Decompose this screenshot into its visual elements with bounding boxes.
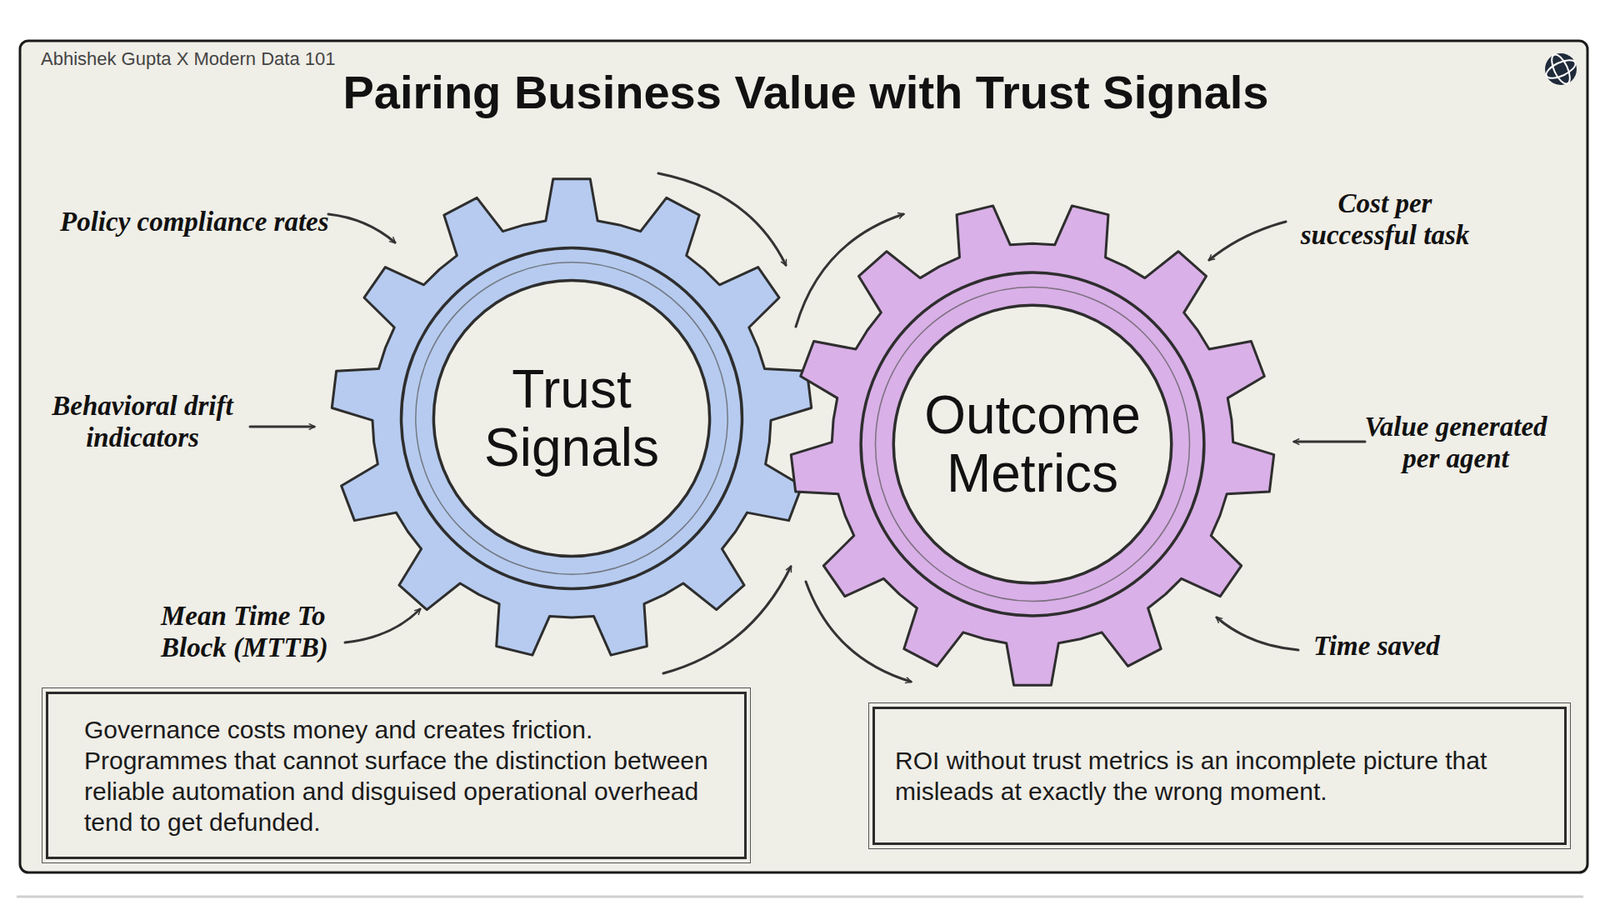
gear-ring: [401, 248, 743, 590]
logo-orbit: [1543, 56, 1578, 83]
diagram-title: Pairing Business Value with Trust Signal…: [0, 65, 1600, 120]
bottom-rule: [16, 895, 1584, 899]
leader-arrow: [250, 425, 315, 429]
logo-orbit: [1548, 51, 1575, 86]
gear-label: Outcome Metrics: [895, 385, 1170, 504]
leader-arrow: [1216, 617, 1299, 650]
gear-label-holder: Outcome Metrics: [790, 202, 1275, 686]
rotation-arrow: [805, 581, 911, 682]
rotation-arrow: [795, 214, 904, 327]
gear-hub: [893, 305, 1172, 584]
metric-callout: Mean Time To Block (MTTB): [160, 600, 340, 664]
metric-callout: Value generated per agent: [1355, 410, 1556, 475]
gear-ring: [860, 272, 1205, 616]
note-box: Governance costs money and creates frict…: [45, 691, 747, 860]
metric-callout: Behavioral drift indicators: [38, 390, 247, 454]
leader-arrows: [250, 214, 1365, 650]
leader-arrow: [345, 609, 420, 643]
slide-frame: [20, 40, 1588, 873]
gear-shape: Outcome Metrics: [790, 202, 1275, 686]
metric-callout: Cost per successful task: [1285, 187, 1485, 251]
note-text: ROI without trust metrics is an incomple…: [895, 745, 1548, 807]
leader-arrow: [328, 214, 395, 243]
leader-arrow: [1209, 221, 1286, 260]
gear-ring: [415, 262, 728, 575]
leader-arrow: [1294, 440, 1365, 444]
gear-shape: Trust Signals: [331, 178, 812, 659]
globe-logo: [1543, 51, 1578, 86]
gear-teeth: [331, 179, 811, 655]
rotation-arrows: [658, 173, 911, 682]
gear-ring: [875, 287, 1190, 602]
gear-teeth: [790, 205, 1274, 685]
author-byline: Abhishek Gupta X Modern Data 101: [40, 48, 335, 70]
note-text: Governance costs money and creates frict…: [84, 714, 721, 838]
metric-callout: Time saved: [1313, 630, 1440, 662]
note-box: ROI without trust metrics is an incomple…: [872, 706, 1567, 845]
metric-callout: Policy compliance rates: [60, 205, 330, 238]
gear-label: Trust Signals: [446, 360, 697, 478]
gear-label-holder: Trust Signals: [331, 178, 812, 659]
rotation-arrow: [658, 173, 786, 265]
logo-disc: [1545, 53, 1577, 85]
gear-hub: [433, 280, 710, 556]
rotation-arrow: [663, 566, 791, 674]
